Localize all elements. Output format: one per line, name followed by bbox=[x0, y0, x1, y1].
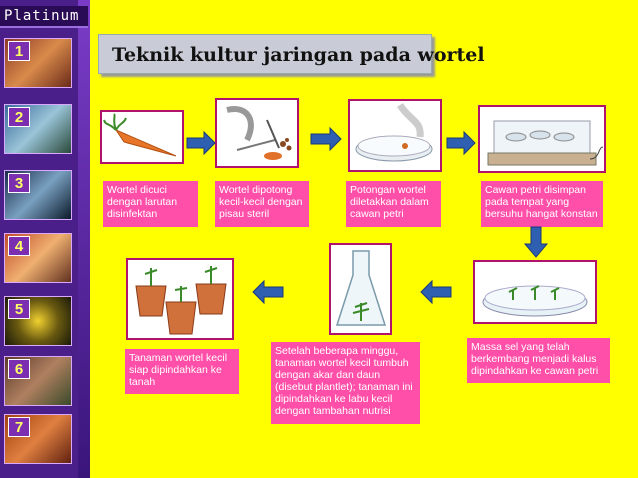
nav-item-1[interactable]: 1 bbox=[4, 38, 72, 88]
nav-number: 1 bbox=[8, 41, 30, 61]
step-6-caption: Setelah beberapa minggu, tanaman wortel … bbox=[271, 342, 420, 424]
incubator-image bbox=[478, 105, 606, 173]
plants-image bbox=[126, 258, 234, 340]
nav-item-4[interactable]: 4 bbox=[4, 233, 72, 283]
potted-plants-icon bbox=[135, 266, 227, 335]
cutting-image bbox=[215, 98, 299, 168]
incubator-icon bbox=[487, 120, 604, 166]
step-7-caption: Tanaman wortel kecil siap dipindahkan ke… bbox=[125, 349, 239, 394]
arrow-icon bbox=[252, 279, 284, 305]
scalpel-icon bbox=[226, 106, 292, 160]
callus-image bbox=[473, 260, 597, 324]
step-3-caption: Potongan wortel diletakkan dalam cawan p… bbox=[346, 181, 441, 227]
nav-number: 7 bbox=[8, 417, 30, 437]
arrow-icon bbox=[310, 126, 342, 152]
arrow-icon bbox=[186, 130, 216, 156]
nav-item-2[interactable]: 2 bbox=[4, 104, 72, 154]
callus-dish-icon bbox=[482, 285, 588, 317]
nav-number: 5 bbox=[8, 299, 30, 319]
nav-number: 6 bbox=[8, 359, 30, 379]
nav-item-6[interactable]: 6 bbox=[4, 356, 72, 406]
nav-item-7[interactable]: 7 bbox=[4, 414, 72, 464]
sidebar-stripe bbox=[78, 0, 90, 478]
petri-dish-icon bbox=[355, 103, 433, 162]
step-5-caption: Massa sel yang telah berkembang menjadi … bbox=[467, 338, 610, 383]
nav-number: 3 bbox=[8, 173, 30, 193]
nav-number: 2 bbox=[8, 107, 30, 127]
flask-icon bbox=[335, 250, 387, 326]
nav-item-5[interactable]: 5 bbox=[4, 296, 72, 346]
page-title: Teknik kultur jaringan pada wortel bbox=[112, 44, 485, 66]
arrow-icon bbox=[523, 226, 549, 258]
nav-item-3[interactable]: 3 bbox=[4, 170, 72, 220]
title-box bbox=[98, 34, 432, 74]
arrow-icon bbox=[446, 130, 476, 156]
arrow-icon bbox=[420, 279, 452, 305]
nav-number: 4 bbox=[8, 236, 30, 256]
step-2-caption: Wortel dipotong kecil-kecil dengan pisau… bbox=[215, 181, 309, 227]
step-4-caption: Cawan petri disimpan pada tempat yang be… bbox=[481, 181, 603, 227]
carrot-image bbox=[100, 110, 184, 164]
carrot-icon bbox=[103, 113, 177, 157]
flask-image bbox=[329, 243, 392, 335]
platinum-logo: Platinum bbox=[0, 6, 88, 28]
step-1-caption: Wortel dicuci dengan larutan disinfektan bbox=[103, 181, 198, 227]
petri-image bbox=[348, 99, 442, 172]
sidebar: Platinum 1 2 3 4 5 6 7 bbox=[0, 0, 90, 478]
